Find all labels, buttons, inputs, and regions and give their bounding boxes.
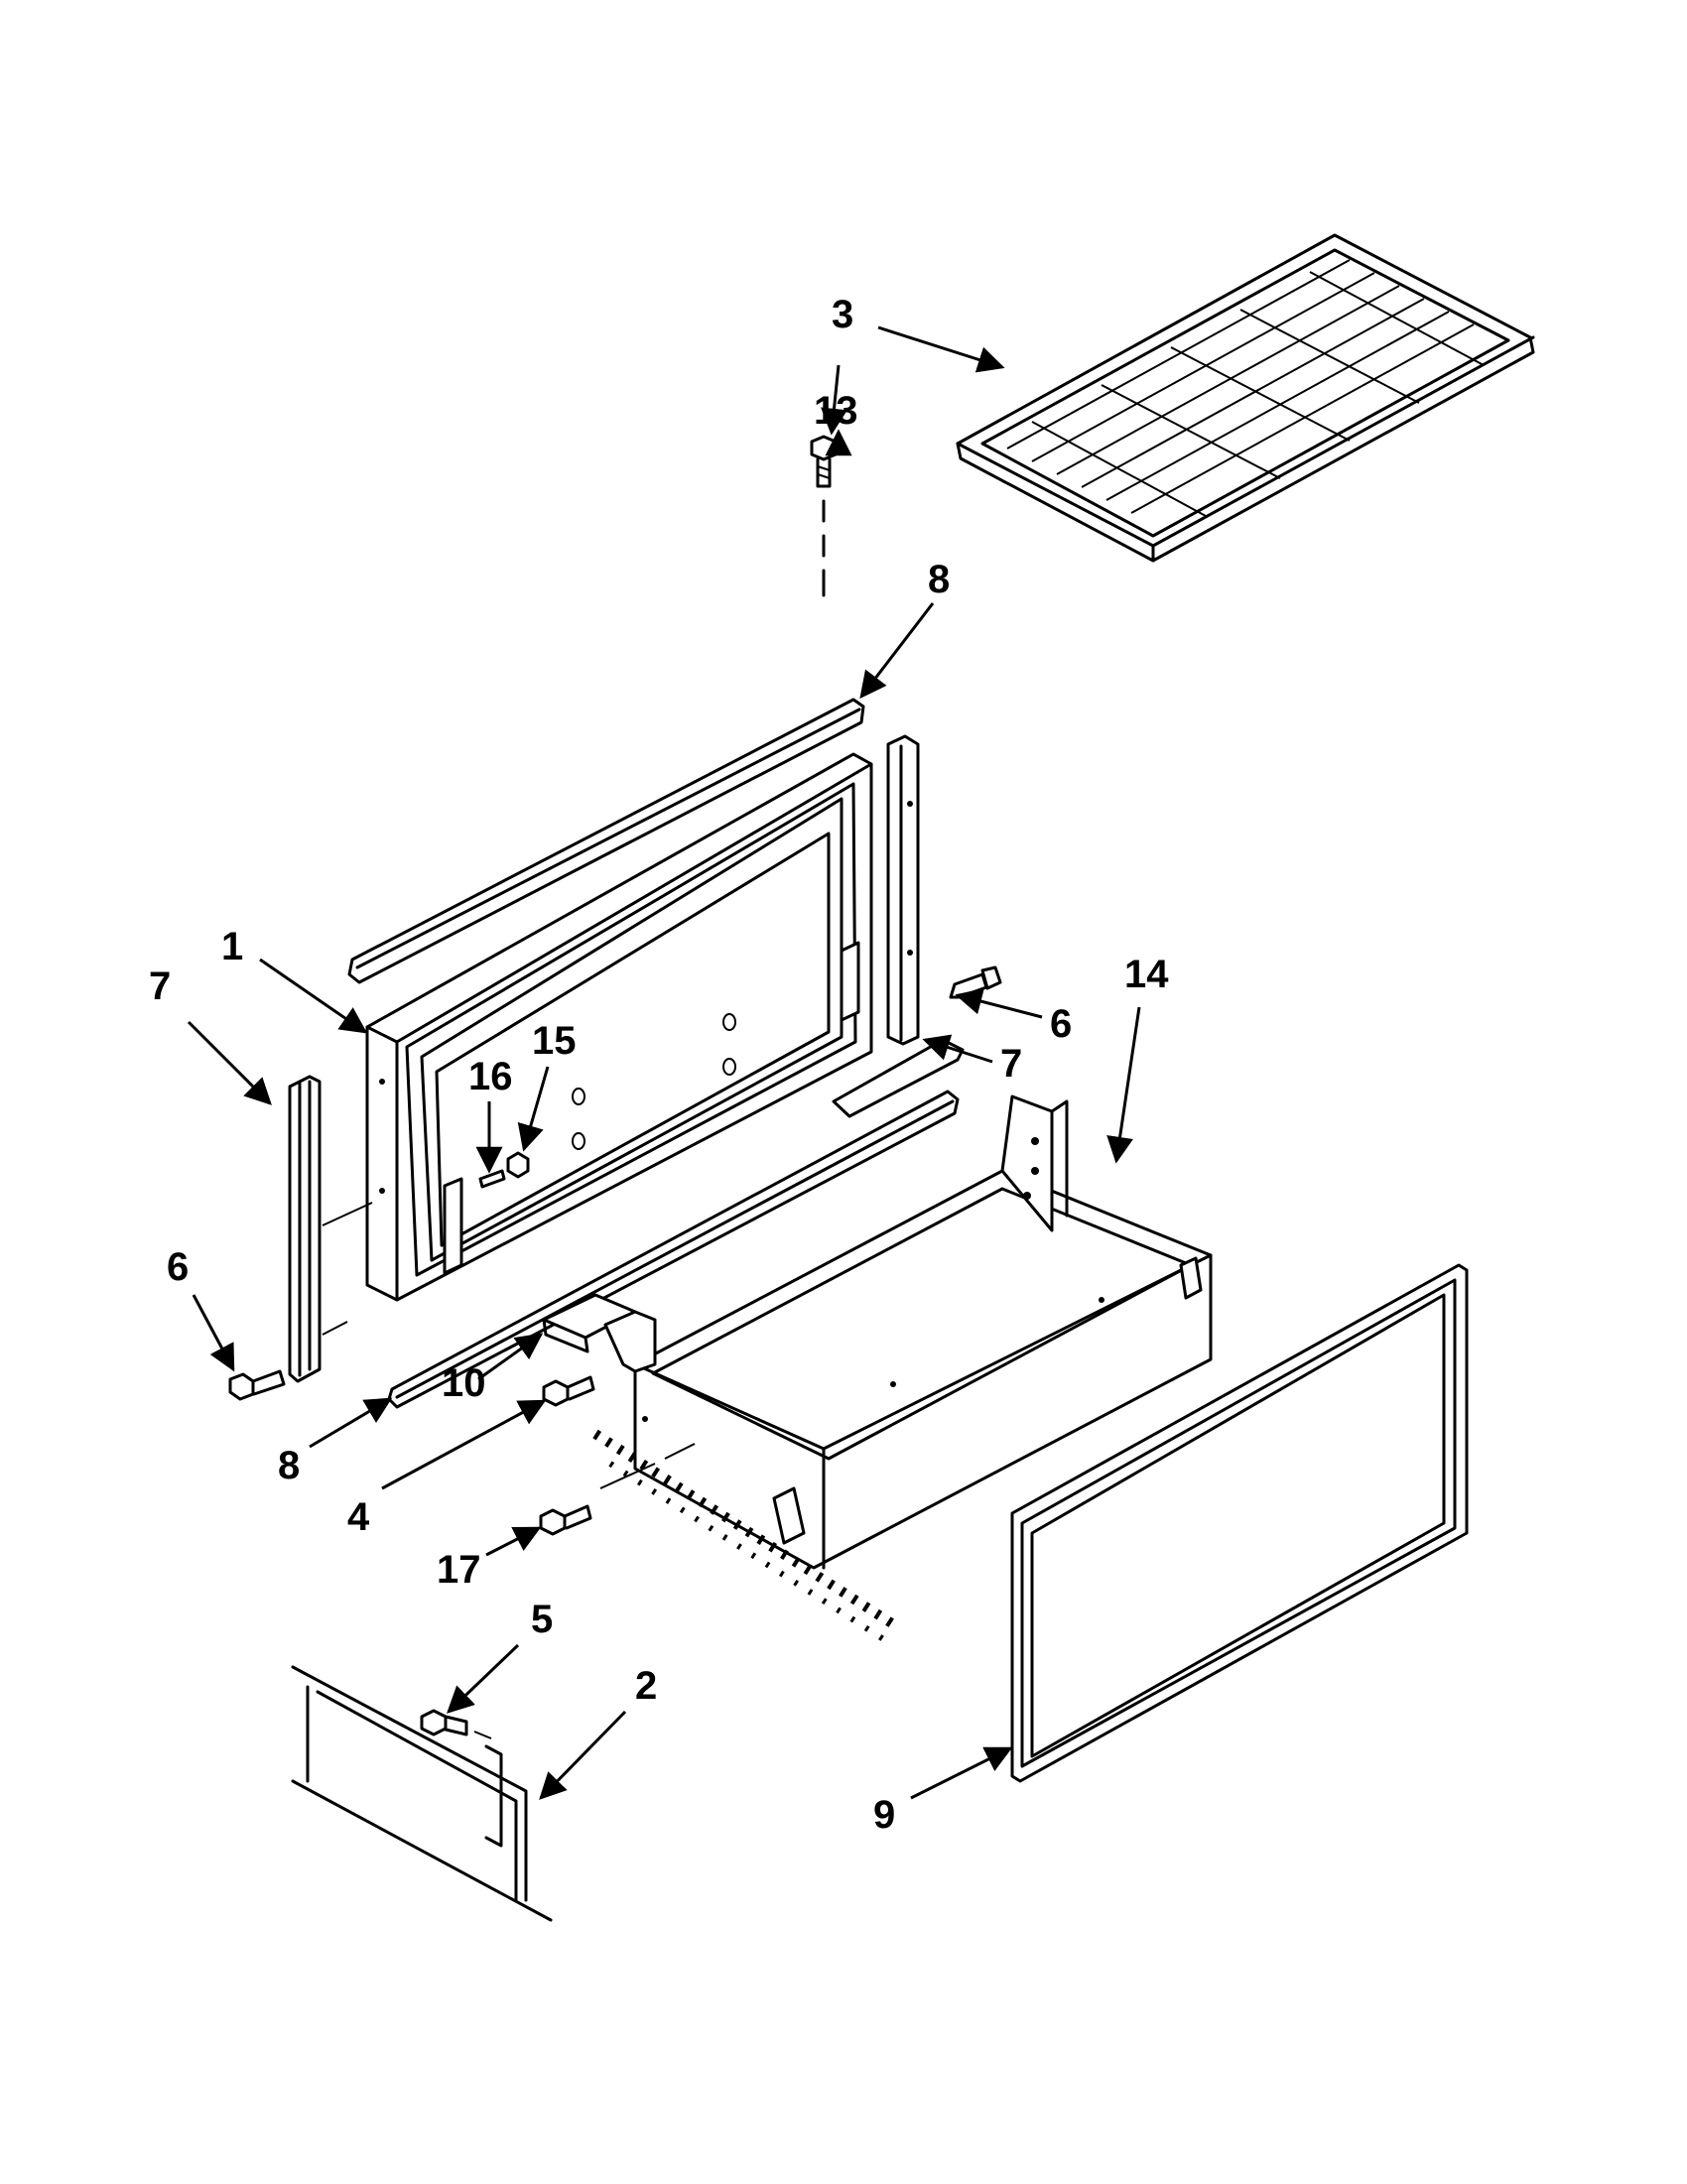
callout-6-right: 6	[1050, 1002, 1072, 1046]
part-6-screw-right	[949, 965, 1002, 999]
callout-10: 10	[442, 1361, 486, 1405]
callout-4: 4	[347, 1495, 370, 1539]
part-5-screw	[420, 1709, 492, 1739]
callout-3: 3	[832, 293, 853, 336]
callout-17: 17	[437, 1548, 481, 1592]
part-7-right-strip	[886, 734, 920, 1046]
callout-5: 5	[531, 1598, 553, 1641]
callout-8-bottom: 8	[278, 1444, 300, 1487]
leader-6-right	[955, 988, 1043, 1019]
callout-9: 9	[873, 1793, 895, 1837]
callout-labels: 3 13 8 1 7 14 15 6 7 6 10 8 4 17 5 2 9 1…	[149, 293, 1169, 1837]
part-8-upper-rail	[347, 698, 865, 984]
callout-15-label: 15	[532, 1019, 577, 1063]
leader-3	[877, 325, 1005, 373]
callout-13: 13	[814, 389, 858, 433]
callout-2: 2	[635, 1664, 657, 1708]
leader-8-bottom	[309, 1397, 393, 1449]
part-2-kick-plate	[291, 1665, 553, 1922]
part-13-screw	[810, 435, 838, 597]
callout-1: 1	[221, 925, 243, 968]
leader-4	[381, 1399, 547, 1490]
leader-17	[485, 1526, 542, 1557]
leader-9	[910, 1746, 1013, 1800]
leader-2	[539, 1710, 627, 1800]
part-3-shelf-grille	[956, 233, 1535, 563]
leader-arrows	[187, 325, 1141, 1800]
callout-14: 14	[1124, 953, 1169, 996]
leader-7-left	[187, 1020, 272, 1105]
leader-14	[1106, 1006, 1141, 1164]
leader-7-right	[922, 1034, 993, 1064]
part-15-nut	[506, 1151, 530, 1179]
part-6-screw-left	[228, 1369, 286, 1401]
part-9-gasket	[1010, 1263, 1469, 1783]
callout-7-left: 7	[149, 964, 171, 1008]
leader-1	[259, 958, 368, 1034]
leader-8-top	[859, 602, 935, 700]
part-4-screw	[542, 1375, 595, 1407]
part-7-left-strip	[288, 1075, 373, 1383]
callout-7-right: 7	[1000, 1042, 1022, 1086]
leader-6-left	[192, 1294, 235, 1372]
callout-8-top: 8	[928, 558, 950, 601]
callout-16-text: 16	[468, 1055, 513, 1098]
leader-10	[477, 1333, 544, 1381]
part-14-drawer-frame	[603, 1094, 1213, 1570]
callout-6-left: 6	[167, 1245, 189, 1289]
leader-13-shaft	[821, 364, 847, 436]
leader-15	[517, 1066, 550, 1152]
leader-5	[447, 1643, 520, 1714]
part-17-screw	[539, 1443, 696, 1536]
